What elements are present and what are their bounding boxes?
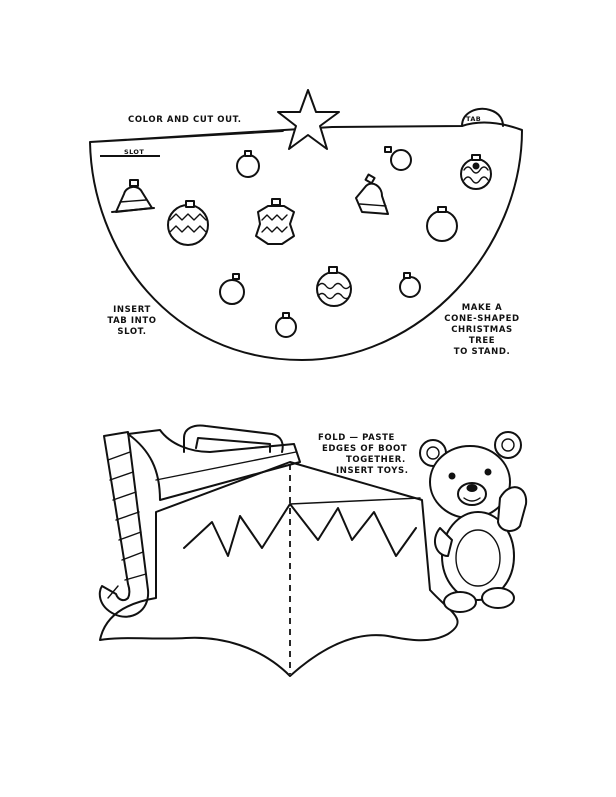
tree-cutout: COLOR AND CUT OUT. TAB SLOT INSERT TAB I… — [89, 89, 523, 361]
candy-cane-icon — [98, 431, 150, 618]
teddy-bear-icon — [419, 431, 528, 613]
bell-icon — [111, 179, 155, 213]
boot-outline — [99, 461, 459, 677]
left-note: INSERT TAB INTO SLOT. — [107, 305, 156, 337]
ornament-zigzag-icon — [167, 200, 209, 246]
ornament-plain-icon — [236, 150, 260, 178]
svg-text:INSERT TOYS.: INSERT TOYS. — [336, 466, 409, 476]
svg-text:TREE: TREE — [469, 336, 495, 346]
ornament-plain-icon — [275, 312, 297, 338]
ornament-plain-icon — [399, 272, 421, 298]
svg-text:FOLD — PASTE: FOLD — PASTE — [318, 433, 395, 443]
tab-label: TAB — [466, 115, 481, 123]
ornament-plain-icon — [384, 146, 412, 171]
svg-text:TOGETHER.: TOGETHER. — [346, 455, 406, 465]
tree-semicircle — [89, 121, 523, 361]
svg-text:MAKE A: MAKE A — [462, 303, 503, 313]
svg-text:CONE-SHAPED: CONE-SHAPED — [444, 314, 519, 324]
bell-icon — [355, 173, 389, 215]
horn-icon — [127, 429, 301, 501]
svg-text:CHRISTMAS: CHRISTMAS — [451, 325, 513, 335]
ornament-wave-icon — [316, 266, 352, 307]
svg-text:TAB INTO: TAB INTO — [107, 316, 156, 326]
svg-text:INSERT: INSERT — [113, 305, 151, 315]
boot-inner-lines — [155, 497, 421, 599]
tree-tab — [461, 107, 504, 127]
right-note: MAKE A CONE-SHAPED CHRISTMAS TREE TO STA… — [444, 303, 519, 357]
svg-text:SLOT.: SLOT. — [117, 327, 146, 337]
boot-note: FOLD — PASTE EDGES OF BOOT TOGETHER. INS… — [318, 433, 409, 476]
boot-cuff-zigzag — [183, 503, 417, 557]
ornament-plain-icon — [426, 206, 458, 242]
boot-cutout: FOLD — PASTE EDGES OF BOOT TOGETHER. INS… — [98, 424, 528, 677]
ornament-plain-icon — [219, 273, 245, 305]
svg-text:EDGES OF BOOT: EDGES OF BOOT — [322, 444, 407, 454]
ornament-fancy-icon — [255, 198, 295, 245]
boot-handle — [183, 424, 284, 453]
star-icon — [277, 89, 340, 150]
svg-text:TO STAND.: TO STAND. — [454, 347, 511, 357]
ornament-swirl-icon — [460, 154, 492, 190]
tree-instruction: COLOR AND CUT OUT. — [128, 115, 242, 125]
slot-label: SLOT — [124, 148, 144, 156]
